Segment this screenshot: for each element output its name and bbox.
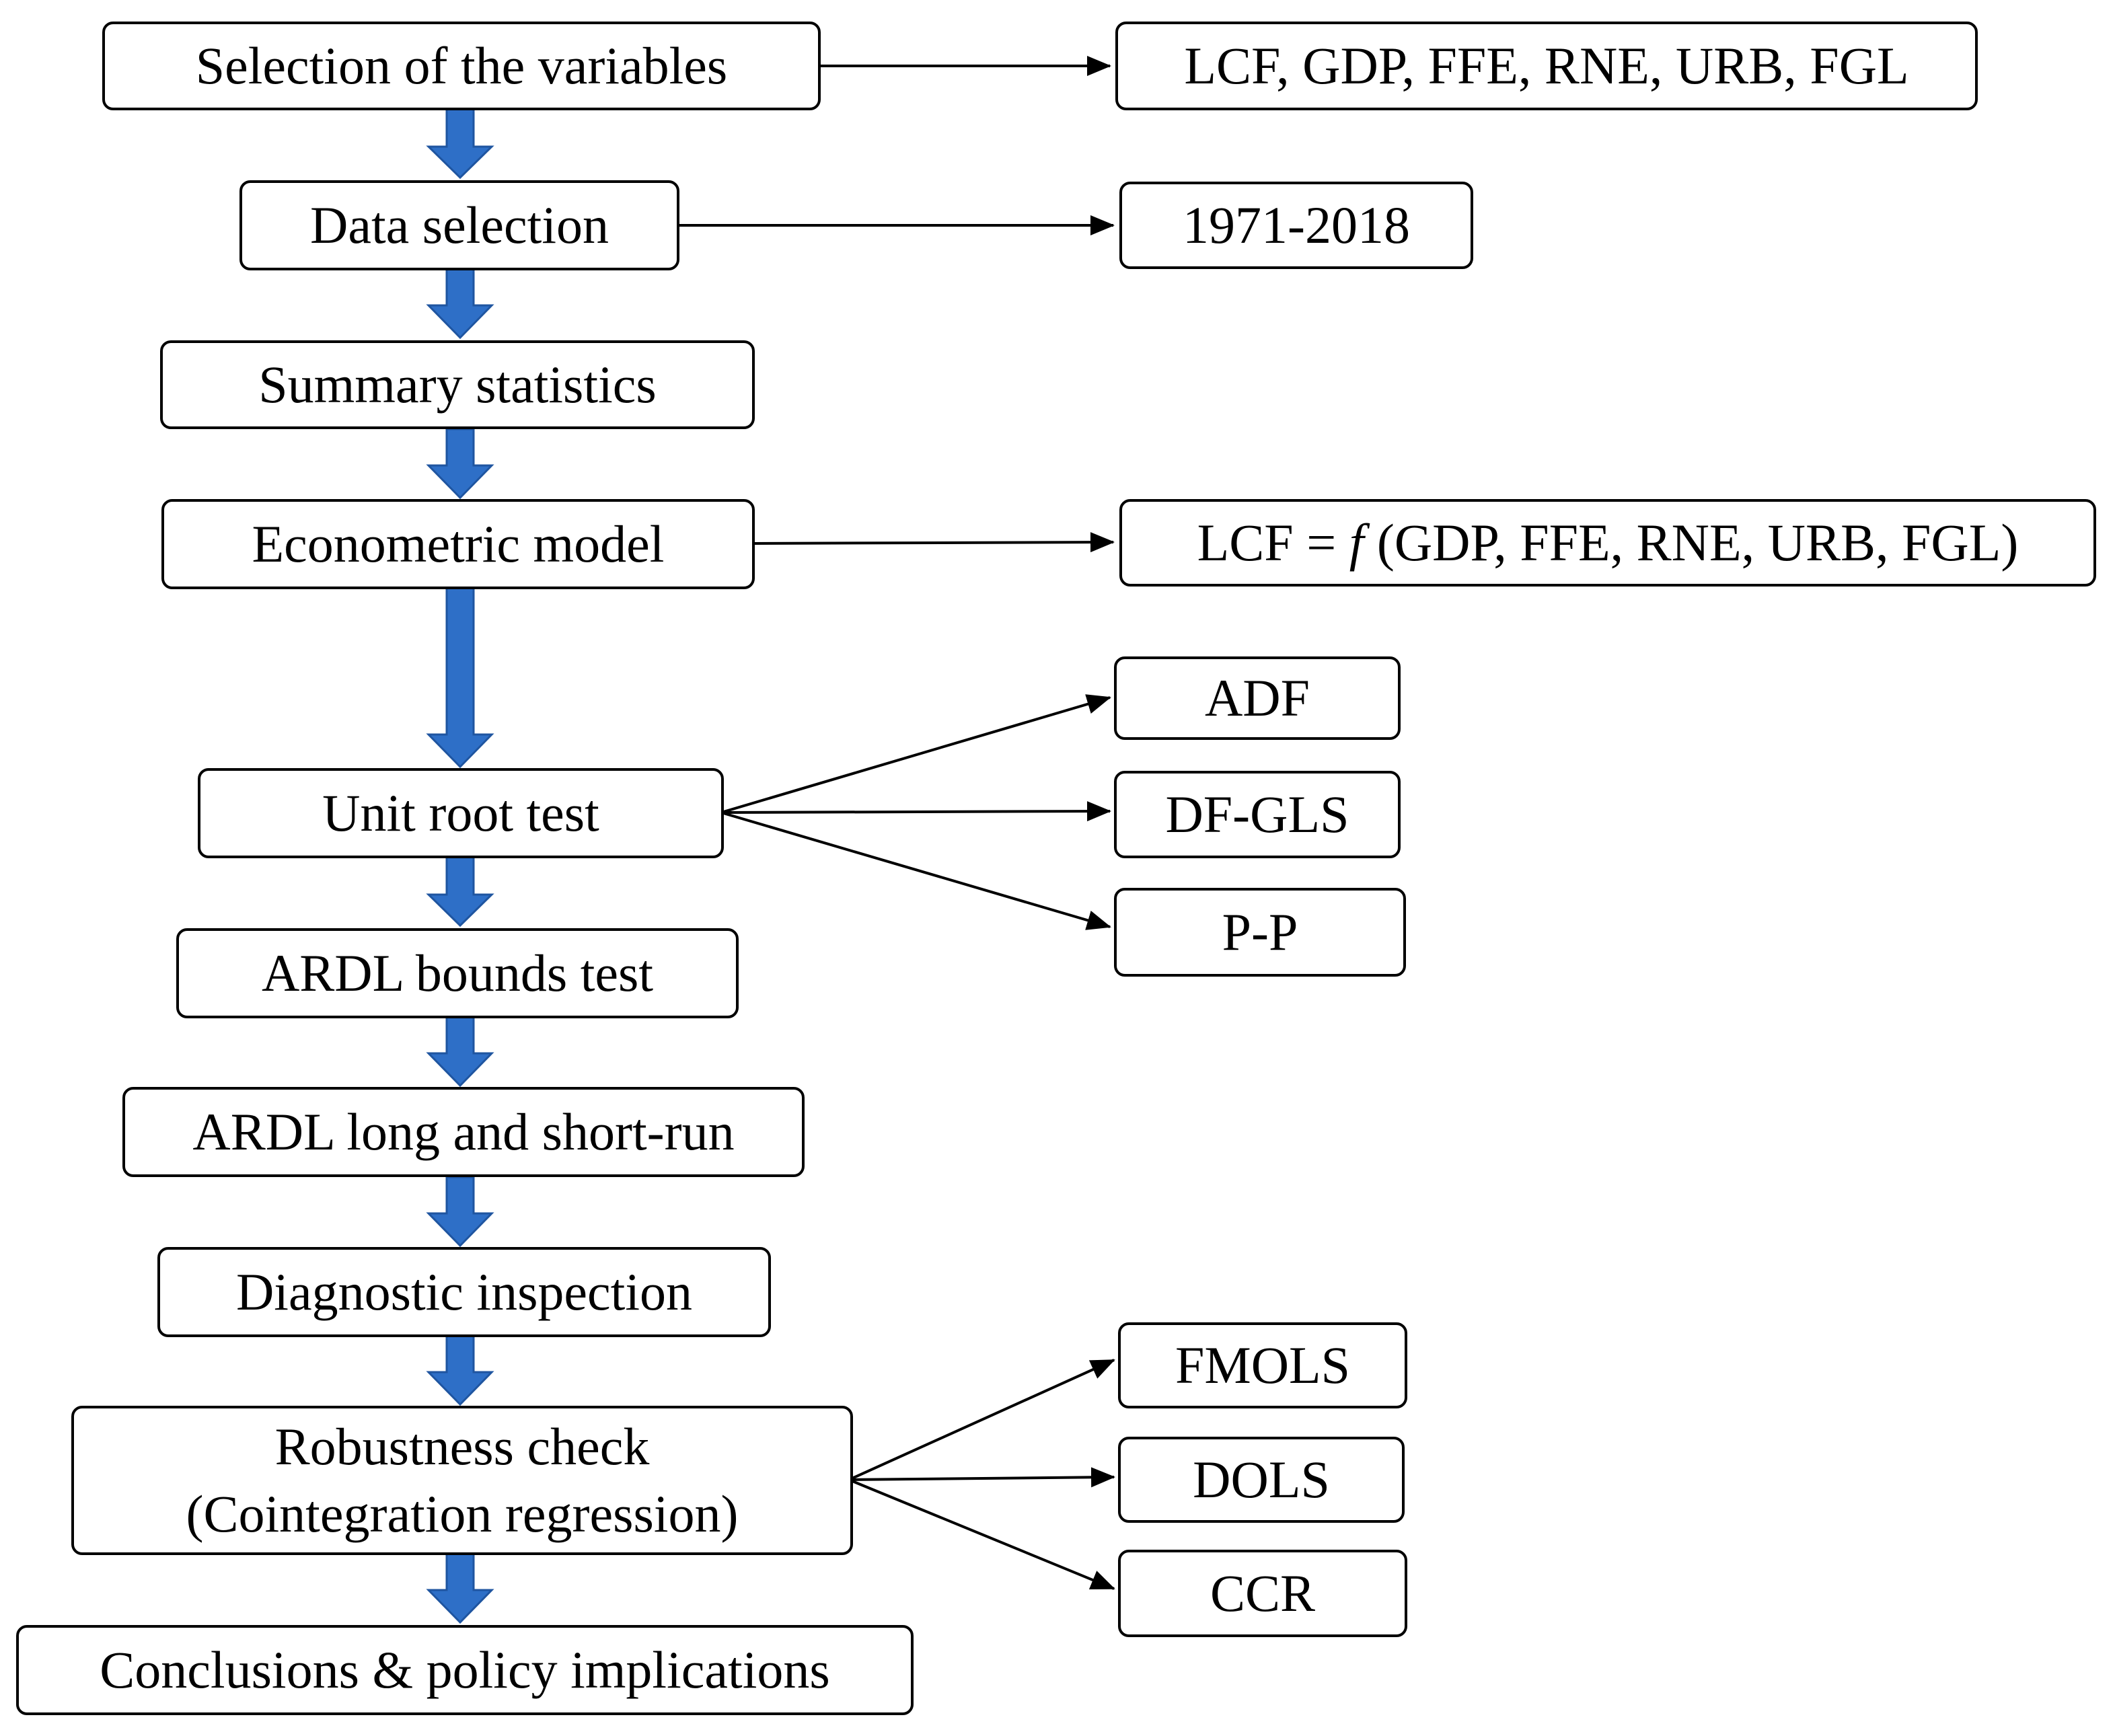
arrow-robust-to-ccr — [848, 1478, 1115, 1590]
detail-test-dfgls: DF-GLS — [1114, 771, 1401, 858]
step-conclusions: Conclusions & policy implications — [16, 1625, 914, 1715]
equation-function: f — [1349, 513, 1364, 572]
step-robustness-check: Robustness check (Cointegration regressi… — [71, 1406, 853, 1555]
arrow-robust-to-dols — [848, 1467, 1115, 1488]
detail-model-equation: LCF = f (GDP, FFE, RNE, URB, FGL) — [1119, 499, 2096, 587]
step-econometric-model: Econometric model — [161, 499, 755, 589]
equation-lhs: LCF = — [1197, 513, 1349, 572]
detail-test-adf-label: ADF — [1204, 669, 1310, 727]
detail-test-dfgls-label: DF-GLS — [1165, 785, 1349, 843]
detail-method-ccr: CCR — [1118, 1550, 1407, 1637]
blue-down-arrows — [426, 108, 494, 1624]
step-variable-selection-label: Selection of the variables — [195, 36, 728, 95]
down-arrow-5 — [426, 856, 494, 928]
down-arrow-8 — [426, 1334, 494, 1406]
detail-method-ccr-label: CCR — [1210, 1564, 1316, 1622]
down-arrow-1 — [426, 108, 494, 180]
step-unit-root-test-label: Unit root test — [322, 784, 599, 842]
step-data-selection-label: Data selection — [310, 196, 609, 254]
detail-method-fmols: FMOLS — [1118, 1322, 1407, 1408]
detail-method-dols: DOLS — [1118, 1437, 1405, 1523]
step-econometric-model-label: Econometric model — [252, 515, 665, 573]
detail-test-adf: ADF — [1114, 656, 1401, 740]
arrow-unitroot-to-pp — [720, 811, 1111, 930]
arrow-model-to-equation — [751, 532, 1115, 553]
step-robustness-check-line2: (Cointegration regression) — [186, 1484, 739, 1543]
equation-rhs: (GDP, FFE, RNE, URB, FGL) — [1364, 513, 2019, 572]
step-diagnostic-inspection-label: Diagnostic inspection — [235, 1262, 693, 1321]
step-data-selection: Data selection — [239, 180, 679, 270]
step-ardl-long-short-run-label: ARDL long and short-run — [192, 1102, 735, 1161]
step-summary-statistics: Summary statistics — [160, 340, 755, 429]
step-diagnostic-inspection: Diagnostic inspection — [157, 1247, 771, 1337]
down-arrow-4 — [426, 587, 494, 769]
arrow-robust-to-fmols — [848, 1359, 1115, 1481]
down-arrow-6 — [426, 1016, 494, 1088]
detail-variable-list-label: LCF, GDP, FFE, RNE, URB, FGL — [1184, 36, 1909, 95]
step-ardl-bounds-test-label: ARDL bounds test — [261, 944, 654, 1002]
step-robustness-check-line1: Robustness check — [274, 1417, 650, 1476]
down-arrow-2 — [426, 268, 494, 340]
detail-variable-list: LCF, GDP, FFE, RNE, URB, FGL — [1115, 22, 1978, 110]
arrow-unitroot-to-adf — [720, 694, 1111, 814]
step-conclusions-label: Conclusions & policy implications — [100, 1640, 830, 1699]
step-summary-statistics-label: Summary statistics — [258, 355, 657, 414]
down-arrow-9 — [426, 1552, 494, 1624]
step-ardl-long-short-run: ARDL long and short-run — [122, 1087, 805, 1177]
step-variable-selection: Selection of the variables — [102, 22, 821, 110]
detail-method-dols-label: DOLS — [1193, 1450, 1330, 1509]
detail-period-label: 1971-2018 — [1183, 196, 1410, 254]
step-ardl-bounds-test: ARDL bounds test — [176, 928, 739, 1018]
detail-model-equation-label: LCF = f (GDP, FFE, RNE, URB, FGL) — [1197, 509, 2019, 576]
detail-test-pp: P-P — [1114, 888, 1406, 977]
arrow-unitroot-to-dfgls — [720, 801, 1111, 822]
detail-method-fmols-label: FMOLS — [1175, 1336, 1351, 1394]
down-arrow-3 — [426, 428, 494, 500]
detail-test-pp-label: P-P — [1222, 903, 1298, 961]
detail-period: 1971-2018 — [1119, 182, 1473, 269]
down-arrow-7 — [426, 1176, 494, 1248]
step-unit-root-test: Unit root test — [198, 768, 724, 858]
